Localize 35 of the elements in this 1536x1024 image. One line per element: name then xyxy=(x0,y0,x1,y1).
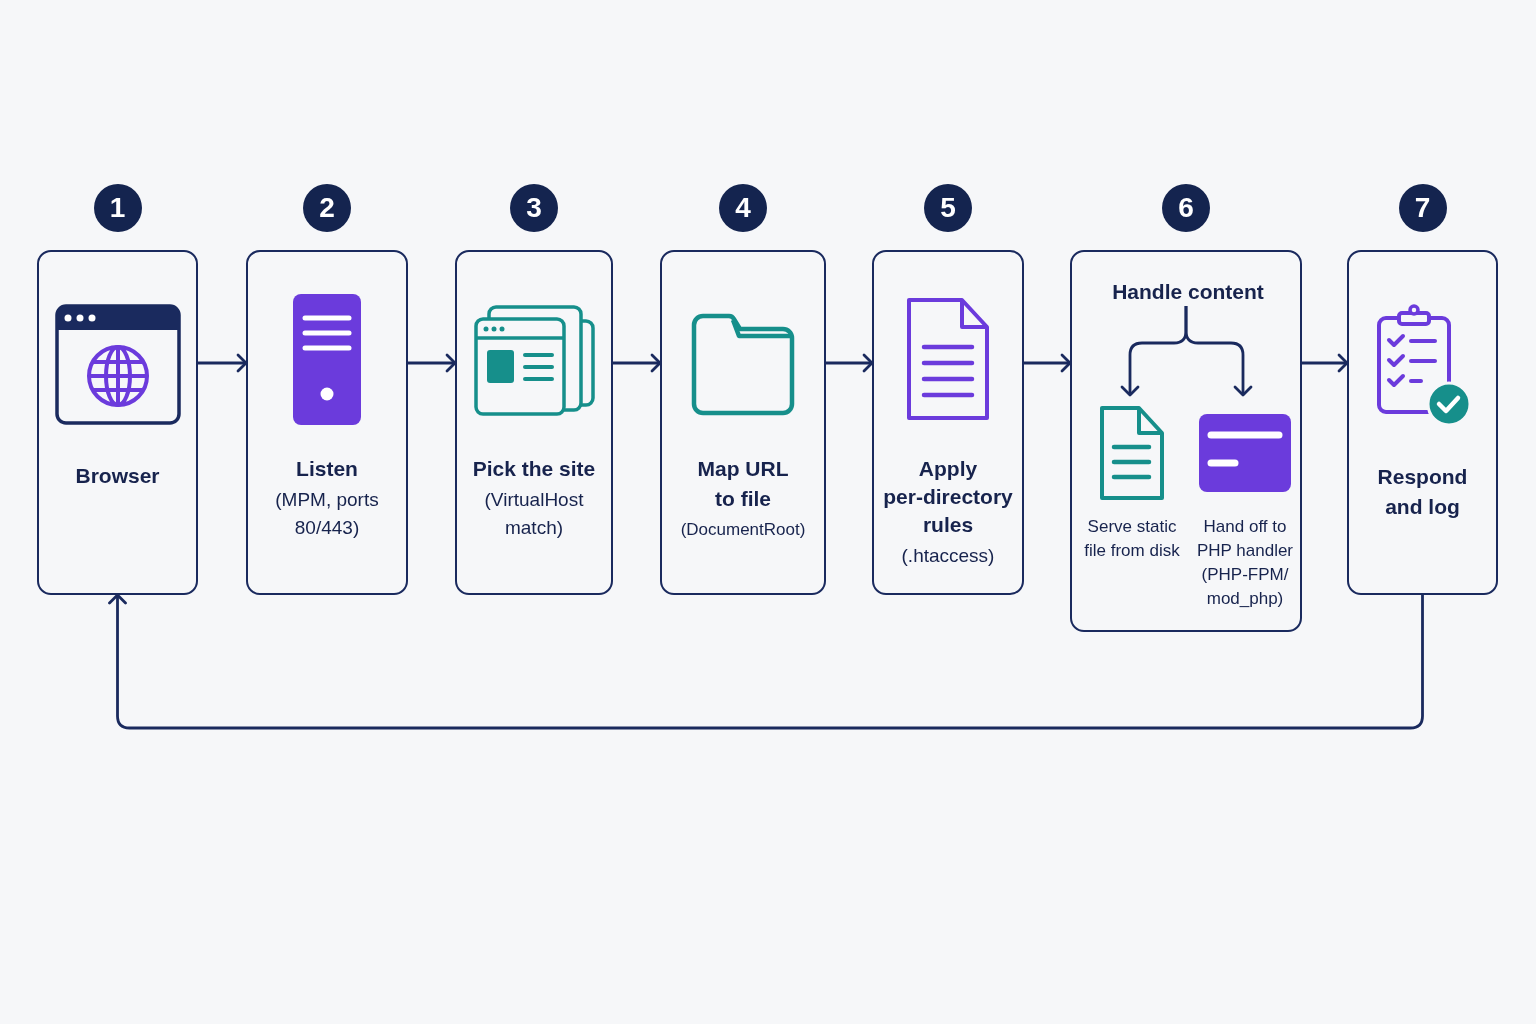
step-title: Pick the site xyxy=(472,456,596,482)
arrow xyxy=(108,593,1424,730)
arrow xyxy=(198,353,248,373)
step-note: (DocumentRoot) xyxy=(680,519,806,541)
step-title: Respond and log xyxy=(1376,464,1469,520)
arrow xyxy=(1184,306,1253,397)
step-number: 6 xyxy=(1162,184,1210,232)
step-number: 5 xyxy=(924,184,972,232)
arrow xyxy=(1024,353,1072,373)
step-box xyxy=(872,250,1024,595)
group-heading: Handle content xyxy=(1108,276,1268,308)
step-number: 2 xyxy=(303,184,351,232)
arrow xyxy=(408,353,457,373)
step-title: Map URL to file xyxy=(696,456,790,512)
step-note: (.htaccess) xyxy=(901,544,995,568)
step-box xyxy=(246,250,408,595)
branch-label: Hand off to PHP handler (PHP-FPM/ mod_php) xyxy=(1195,516,1295,610)
arrow xyxy=(826,353,874,373)
step-box xyxy=(660,250,826,595)
step-title: Listen xyxy=(296,456,358,482)
arrow xyxy=(1302,353,1349,373)
step-title: Browser xyxy=(75,463,160,489)
step-note: (VirtualHost match) xyxy=(483,488,585,540)
arrow xyxy=(613,353,662,373)
step-note: (MPM, ports 80/443) xyxy=(274,488,380,540)
step-number: 3 xyxy=(510,184,558,232)
branch-label: Serve static file from disk xyxy=(1083,516,1181,562)
step-box xyxy=(1070,250,1302,632)
step-box xyxy=(455,250,613,595)
step-title: Apply per-directory rules xyxy=(882,456,1014,538)
step-number: 4 xyxy=(719,184,767,232)
step-box xyxy=(37,250,198,595)
step-number: 1 xyxy=(93,184,142,232)
step-box xyxy=(1347,250,1498,595)
step-number: 7 xyxy=(1398,184,1447,232)
